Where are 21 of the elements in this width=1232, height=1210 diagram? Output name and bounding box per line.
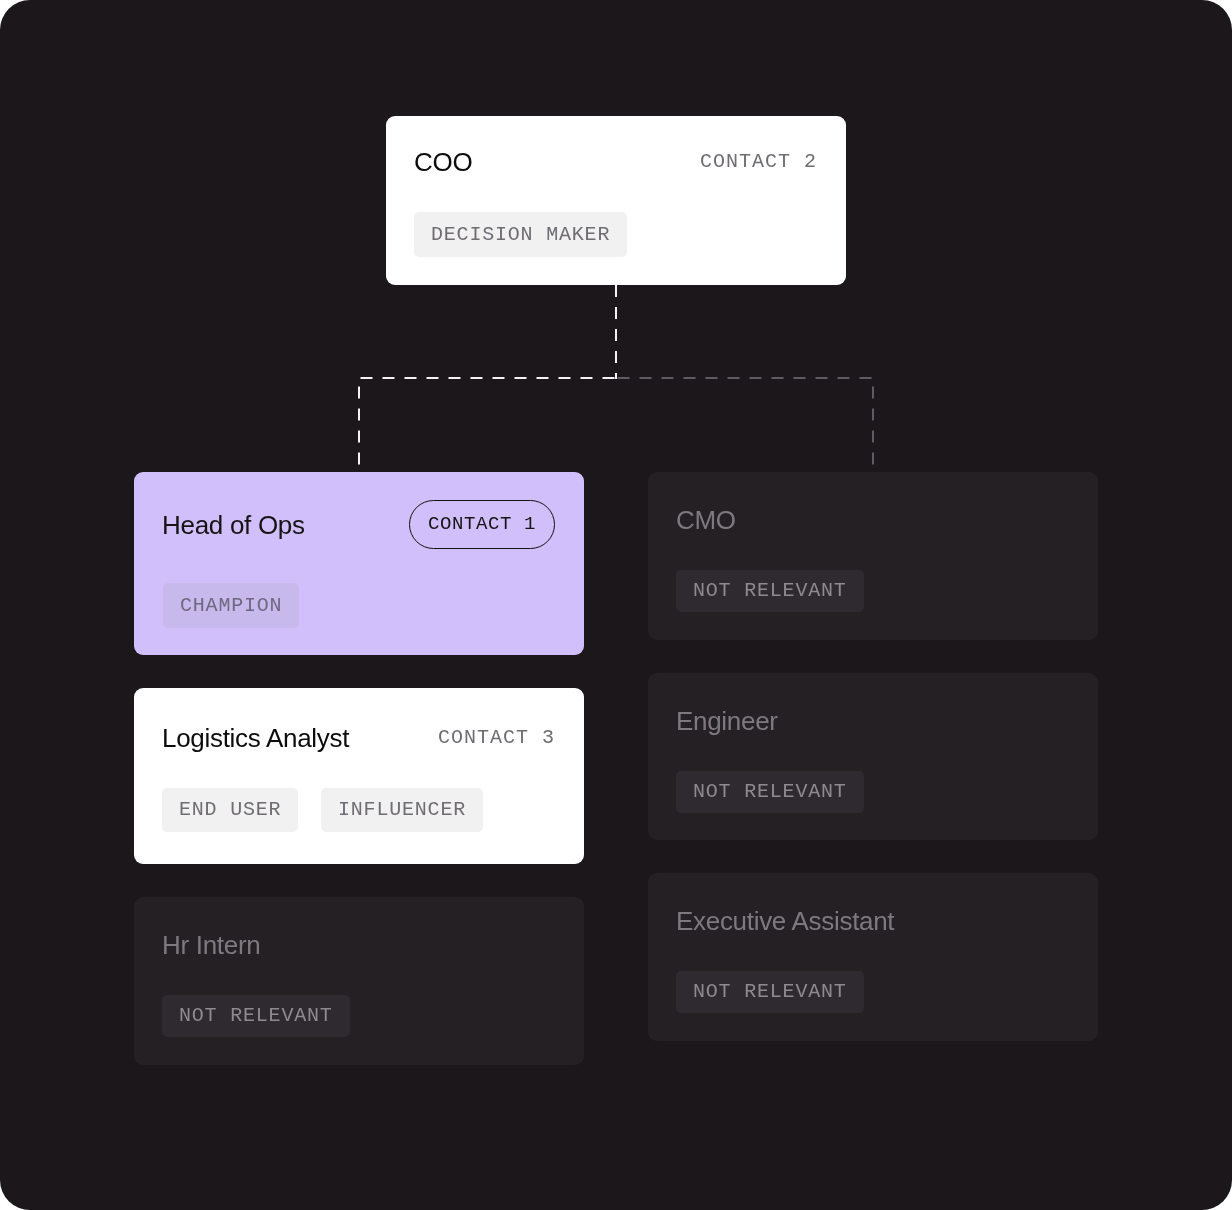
role-tag: INFLUENCER [321,788,484,832]
role-tag: CHAMPION [163,583,300,628]
role-tag: NOT RELEVANT [676,971,864,1013]
role-title: Engineer [676,706,778,736]
contact-card [134,688,584,864]
role-title: Head of Ops [162,510,305,540]
role-title: Hr Intern [162,930,261,960]
role-title: CMO [676,505,736,535]
role-tag: DECISION MAKER [414,212,628,257]
role-tag: NOT RELEVANT [162,995,350,1037]
contact-label: CONTACT 2 [699,150,817,174]
contact-label: CONTACT 3 [437,726,555,750]
contact-card [386,116,846,285]
connector-line [615,284,617,380]
role-title: COO [414,147,473,177]
role-title: Executive Assistant [676,906,895,936]
role-tag: END USER [162,788,299,832]
role-title: Logistics Analyst [162,723,350,753]
role-tag: NOT RELEVANT [676,570,864,612]
role-tag: NOT RELEVANT [676,771,864,813]
contact-card [134,472,584,655]
